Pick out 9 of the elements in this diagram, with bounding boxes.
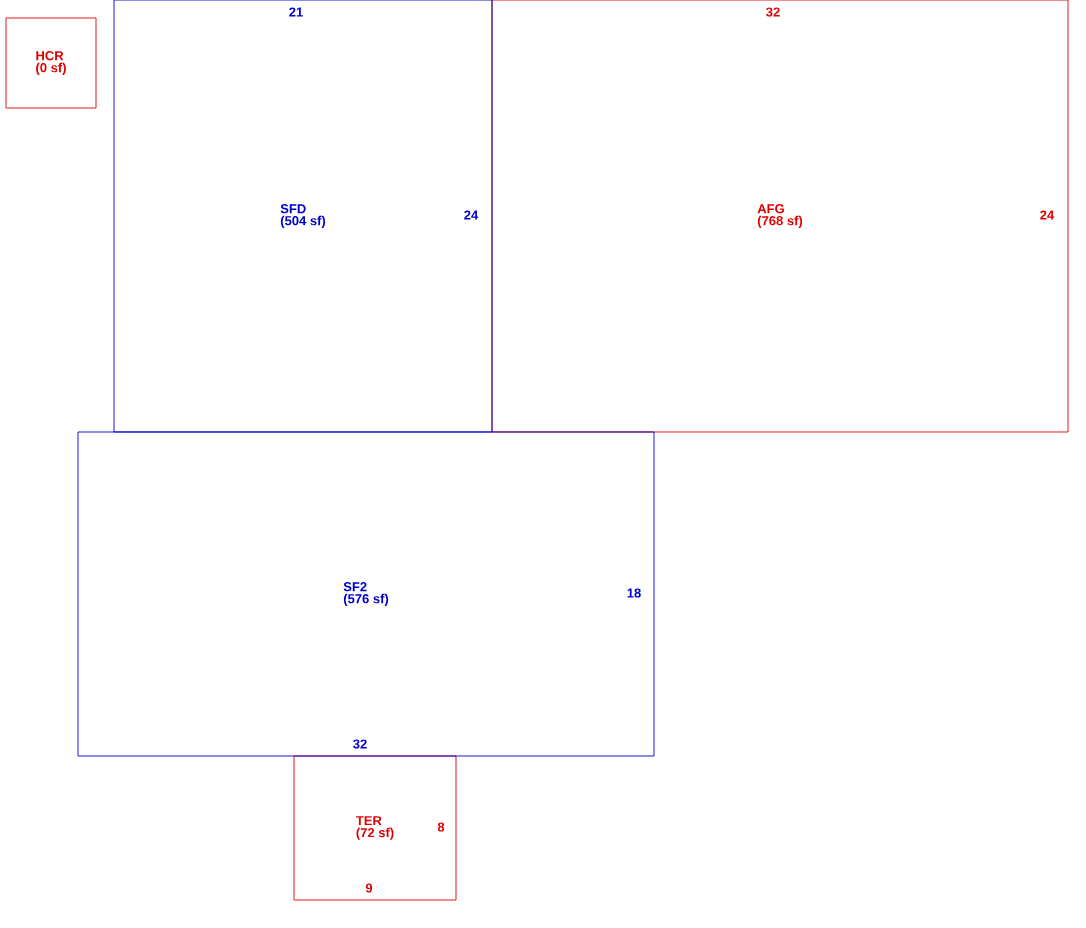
dimension-label: 18 bbox=[627, 588, 641, 598]
dimension-label: 32 bbox=[766, 7, 780, 17]
dimension-label: 32 bbox=[353, 739, 367, 749]
dimension-label: 24 bbox=[464, 210, 479, 220]
dimension-label: 21 bbox=[289, 7, 303, 17]
room-box: HCR (0 sf) bbox=[5, 17, 97, 109]
dimension-label: 9 bbox=[365, 883, 373, 893]
dimension-label: 24 bbox=[1040, 210, 1055, 220]
dimension-label: 8 bbox=[437, 822, 445, 832]
